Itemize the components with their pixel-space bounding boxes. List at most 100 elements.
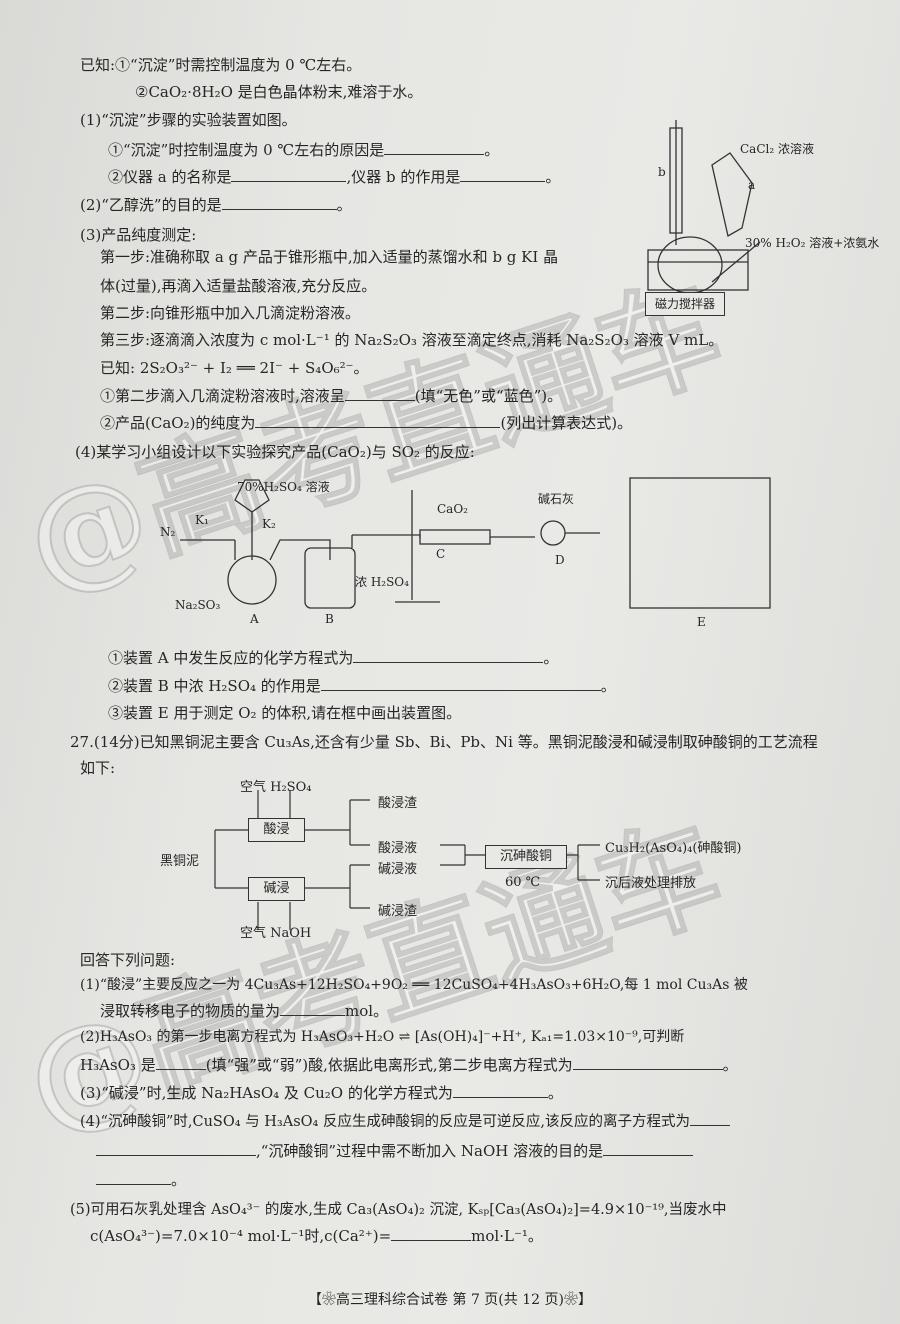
- flow-temp: 60 ℃: [505, 875, 541, 890]
- label-conc-h2so4: 浓 H₂SO₄: [355, 575, 409, 589]
- answer-heading: 回答下列问题:: [80, 951, 176, 969]
- q3-step2: 第二步:向锥形瓶中加入几滴淀粉溶液。: [100, 304, 361, 322]
- period: 。: [722, 1056, 738, 1074]
- apparatus-1-drawing: [647, 120, 761, 294]
- q27-part4-text: (4)“沉砷酸铜”时,CuSO₄ 与 H₃AsO₄ 反应生成砷酸铜的反应是可逆反…: [80, 1114, 691, 1130]
- label-k1: K₁: [195, 513, 209, 527]
- q3-item2-text: ②产品(CaO₂)的纯度为: [100, 414, 256, 432]
- q4-title: (4)某学习小组设计以下实验探究产品(CaO₂)与 SO₂ 的反应:: [75, 443, 475, 461]
- label-h2so4: 70%H₂SO₄ 溶液: [237, 480, 330, 494]
- answer-blank[interactable]: [280, 1001, 346, 1016]
- q3-item1-text: ①第二步滴入几滴淀粉溶液时,溶液呈: [100, 387, 345, 405]
- q3-step1-cont: 体(过量),再滴入适量盐酸溶液,充分反应。: [100, 277, 377, 295]
- q3-item2-hint: (列出计算表达式)。: [500, 414, 633, 432]
- flow-alkali-leach: 碱浸: [248, 877, 305, 901]
- answer-blank[interactable]: [690, 1111, 731, 1126]
- period: 。: [484, 141, 500, 159]
- label-na2so3: Na₂SO₃: [175, 598, 221, 612]
- label-a: a: [748, 178, 756, 192]
- q3-item2: ②产品(CaO₂)的纯度为 (列出计算表达式)。: [100, 413, 632, 433]
- apparatus-2-drawing: [180, 477, 771, 609]
- period: 。: [171, 1171, 187, 1189]
- q27-part2-cont: H₃AsO₃ 是 (填“强”或“弱”)酸,依据此电离形式,第二步电离方程式为 。: [80, 1055, 738, 1075]
- q27-part5-cont: c(AsO₄³⁻)=7.0×10⁻⁴ mol·L⁻¹时,c(Ca²⁺)= mol·…: [90, 1226, 543, 1246]
- label-cacl2: CaCl₂ 浓溶液: [740, 142, 814, 156]
- label-soda-lime: 碱石灰: [538, 492, 575, 506]
- answer-blank[interactable]: [221, 195, 337, 210]
- q2: (2)“乙醇洗”的目的是 。: [80, 195, 352, 215]
- answer-blank[interactable]: [353, 648, 544, 663]
- q4-item2: ②装置 B 中浓 H₂SO₄ 的作用是 。: [108, 676, 616, 696]
- unit: mol·L⁻¹。: [471, 1227, 543, 1245]
- answer-blank[interactable]: [344, 386, 415, 401]
- answer-blank[interactable]: [255, 413, 501, 428]
- flow-alkali-residue: 碱浸渣: [378, 904, 418, 919]
- flow-discharge: 沉后液处理排放: [605, 876, 697, 891]
- q4-item1: ①装置 A 中发生反应的化学方程式为 。: [108, 648, 558, 668]
- q27-part4: (4)“沉砷酸铜”时,CuSO₄ 与 H₃AsO₄ 反应生成砷酸铜的反应是可逆反…: [80, 1111, 731, 1132]
- q27-part4-cont: ,“沉砷酸铜”过程中需不断加入 NaOH 溶液的目的是: [96, 1141, 694, 1161]
- q27-title-cont: 如下:: [80, 759, 116, 777]
- q27-part5: (5)可用石灰乳处理含 AsO₄³⁻ 的废水,生成 Ca₃(AsO₄)₂ 沉淀,…: [70, 1202, 727, 1218]
- flow-air-naoh: 空气 NaOH: [240, 926, 312, 941]
- answer-blank[interactable]: [572, 1055, 723, 1070]
- q3-known: 已知: 2S₂O₃²⁻ + I₂ ══ 2I⁻ + S₄O₆²⁻。: [100, 359, 369, 377]
- q4-item1-text: ①装置 A 中发生反应的化学方程式为: [108, 649, 354, 667]
- q1-part2: ②仪器 a 的名称是,仪器 b 的作用是。: [108, 167, 560, 187]
- answer-blank[interactable]: [96, 1141, 256, 1156]
- flow-black-mud: 黑铜泥: [160, 854, 200, 869]
- period: 。: [547, 1084, 563, 1102]
- answer-blank[interactable]: [452, 1083, 548, 1098]
- known-2: ②CaO₂·8H₂O 是白色晶体粉末,难溶于水。: [135, 83, 423, 101]
- q3-step3: 第三步:逐滴滴入浓度为 c mol·L⁻¹ 的 Na₂S₂O₃ 溶液至滴定终点,…: [100, 331, 724, 349]
- q27-part3: (3)“碱浸”时,生成 Na₂HAsO₄ 及 Cu₂O 的化学方程式为 。: [80, 1083, 563, 1103]
- q27-part1-text: 浸取转移电子的物质的量为: [100, 1002, 281, 1020]
- label-A: A: [250, 612, 259, 626]
- flow-acid-residue: 酸浸渣: [378, 796, 418, 811]
- answer-blank[interactable]: [231, 167, 347, 182]
- q27-part3-text: (3)“碱浸”时,生成 Na₂HAsO₄ 及 Cu₂O 的化学方程式为: [80, 1084, 453, 1102]
- flow-acid-leach: 酸浸: [248, 818, 305, 842]
- answer-blank[interactable]: [155, 1055, 206, 1070]
- answer-blank[interactable]: [320, 676, 601, 691]
- unit: mol。: [345, 1002, 389, 1020]
- q27-part1: (1)“酸浸”主要反应之一为 4Cu₃As+12H₂SO₄+9O₂ ══ 12C…: [80, 977, 748, 993]
- page-footer: 【❀高三理科综合试卷 第 7 页(共 12 页)❀】: [308, 1292, 592, 1308]
- label-D: D: [555, 553, 565, 567]
- label-E: E: [697, 615, 706, 629]
- flow-air-h2so4: 空气 H₂SO₄: [240, 780, 312, 795]
- known-1: 已知:①“沉淀”时需控制温度为 0 ℃左右。: [80, 56, 362, 74]
- q1-part1: ①“沉淀”时控制温度为 0 ℃左右的原因是。: [108, 140, 499, 160]
- q27-part2-text: H₃AsO₃ 是: [80, 1056, 156, 1074]
- label-solution: 30% H₂O₂ 溶液+浓氨水: [745, 236, 880, 250]
- flowchart-arrows: [214, 790, 600, 930]
- label-k2: K₂: [262, 517, 276, 531]
- q3-item1: ①第二步滴入几滴淀粉溶液时,溶液呈(填“无色”或“蓝色”)。: [100, 386, 562, 406]
- period: 。: [545, 168, 561, 186]
- q3-title: (3)产品纯度测定:: [80, 226, 197, 244]
- q27-part4-end: 。: [96, 1170, 186, 1190]
- label-n2: N₂: [160, 525, 176, 539]
- q27-part2-text2: (填“强”或“弱”)酸,依据此电离形式,第二步电离方程式为: [205, 1056, 573, 1074]
- q2-text: (2)“乙醇洗”的目的是: [80, 196, 222, 214]
- answer-blank[interactable]: [384, 140, 485, 155]
- period: 。: [600, 677, 616, 695]
- q1-title: (1)“沉淀”步骤的实验装置如图。: [80, 111, 297, 129]
- flow-alkali-liquid: 碱浸液: [378, 862, 418, 877]
- q4-item2-text: ②装置 B 中浓 H₂SO₄ 的作用是: [108, 677, 321, 695]
- answer-blank[interactable]: [96, 1170, 171, 1185]
- q27-title: 27.(14分)已知黑铜泥主要含 Cu₃As,还含有少量 Sb、Bi、Pb、Ni…: [70, 733, 818, 751]
- flow-product: Cu₃H₂(AsO₄)₄(砷酸铜): [605, 841, 742, 856]
- flow-acid-liquid: 酸浸液: [378, 841, 418, 856]
- q1-part2-text: ②仪器 a 的名称是: [108, 168, 232, 186]
- label-stirrer: 磁力搅拌器: [645, 292, 725, 316]
- period: 。: [336, 196, 352, 214]
- answer-blank[interactable]: [603, 1141, 694, 1156]
- answer-blank[interactable]: [391, 1226, 472, 1241]
- period: 。: [543, 649, 559, 667]
- q27-part5-text: c(AsO₄³⁻)=7.0×10⁻⁴ mol·L⁻¹时,c(Ca²⁺)=: [90, 1227, 392, 1245]
- label-b: b: [658, 165, 666, 179]
- answer-blank[interactable]: [460, 167, 546, 182]
- q27-part1-cont: 浸取转移电子的物质的量为 mol。: [100, 1001, 388, 1021]
